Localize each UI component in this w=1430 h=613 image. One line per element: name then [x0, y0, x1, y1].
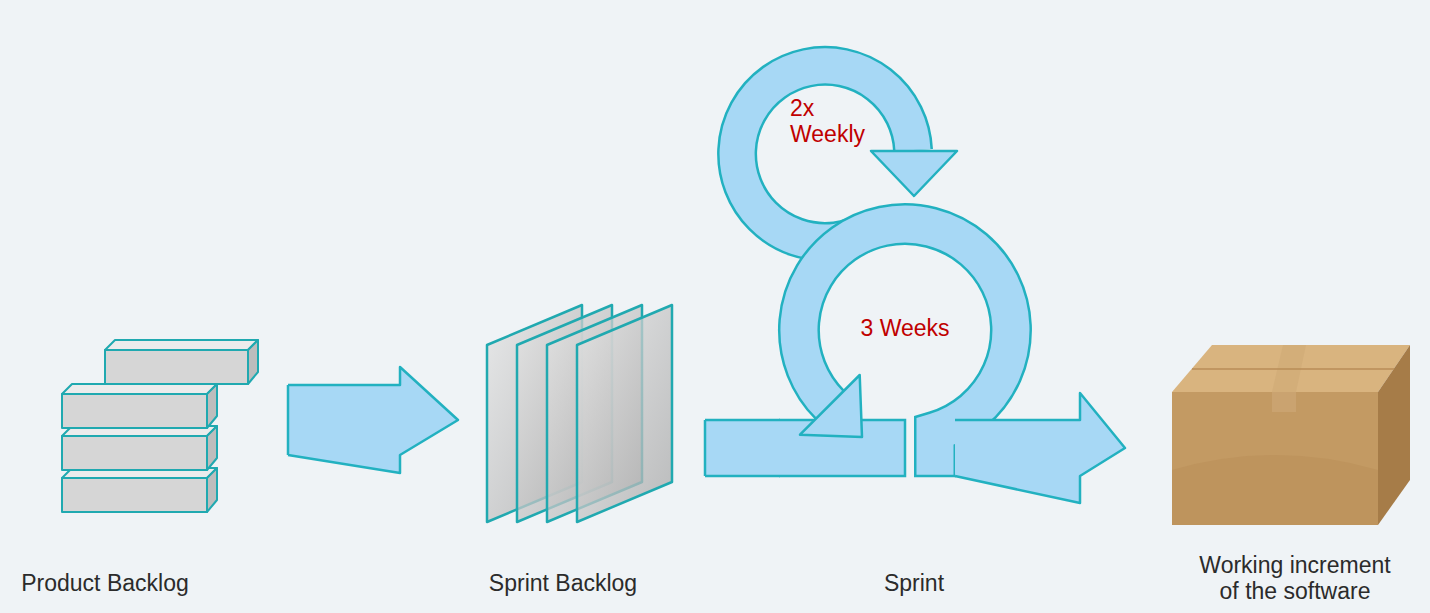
box-side — [207, 384, 217, 428]
box-side — [1378, 345, 1410, 525]
box-front — [62, 478, 207, 512]
box-side — [207, 468, 217, 512]
arrow-fill — [705, 420, 780, 476]
box-side — [248, 340, 258, 384]
box-side — [207, 426, 217, 470]
arrow-fill — [288, 367, 458, 473]
backlog-item: Product Backlog — [10, 330, 288, 605]
box-shade — [1172, 455, 1378, 525]
arrow-fill — [955, 393, 1125, 503]
box-front — [1172, 392, 1378, 525]
box-front — [62, 436, 207, 470]
box-flap — [1192, 368, 1394, 370]
sprint-sheets — [487, 305, 672, 522]
box-top — [1172, 345, 1410, 392]
box-top — [62, 384, 217, 394]
sheet — [577, 305, 672, 522]
loop-head — [800, 375, 862, 437]
box-front — [62, 394, 207, 428]
node-label: 3 Weeks — [860, 315, 949, 341]
loop-node: 2x Weekly — [705, 45, 935, 220]
arrow-outline — [288, 367, 458, 473]
box-tape — [1272, 392, 1296, 412]
loop-end — [914, 475, 956, 478]
sprint-node: 3 WeeksSprint — [780, 200, 955, 605]
node-label: 2x Weekly — [790, 95, 870, 147]
cardboard-box — [1172, 345, 1410, 525]
backlog-item: Sprint Backlog — [458, 295, 705, 605]
box-top — [105, 340, 258, 350]
node-label: Sprint — [884, 570, 944, 596]
box-front — [105, 350, 248, 384]
loop-head — [871, 151, 957, 196]
flow-arrow — [955, 393, 1125, 503]
node-label: Working increment of the software — [1193, 552, 1398, 604]
increment-node: Working increment of the software — [1125, 335, 1420, 610]
flow-arrow — [288, 367, 458, 473]
node-label: Sprint Backlog — [489, 570, 637, 596]
node-label: Product Backlog — [21, 570, 188, 596]
arrow-outline — [705, 420, 780, 476]
backlog-boxes — [62, 340, 258, 512]
flow-arrow — [705, 420, 780, 476]
arrow-outline — [955, 393, 1125, 503]
